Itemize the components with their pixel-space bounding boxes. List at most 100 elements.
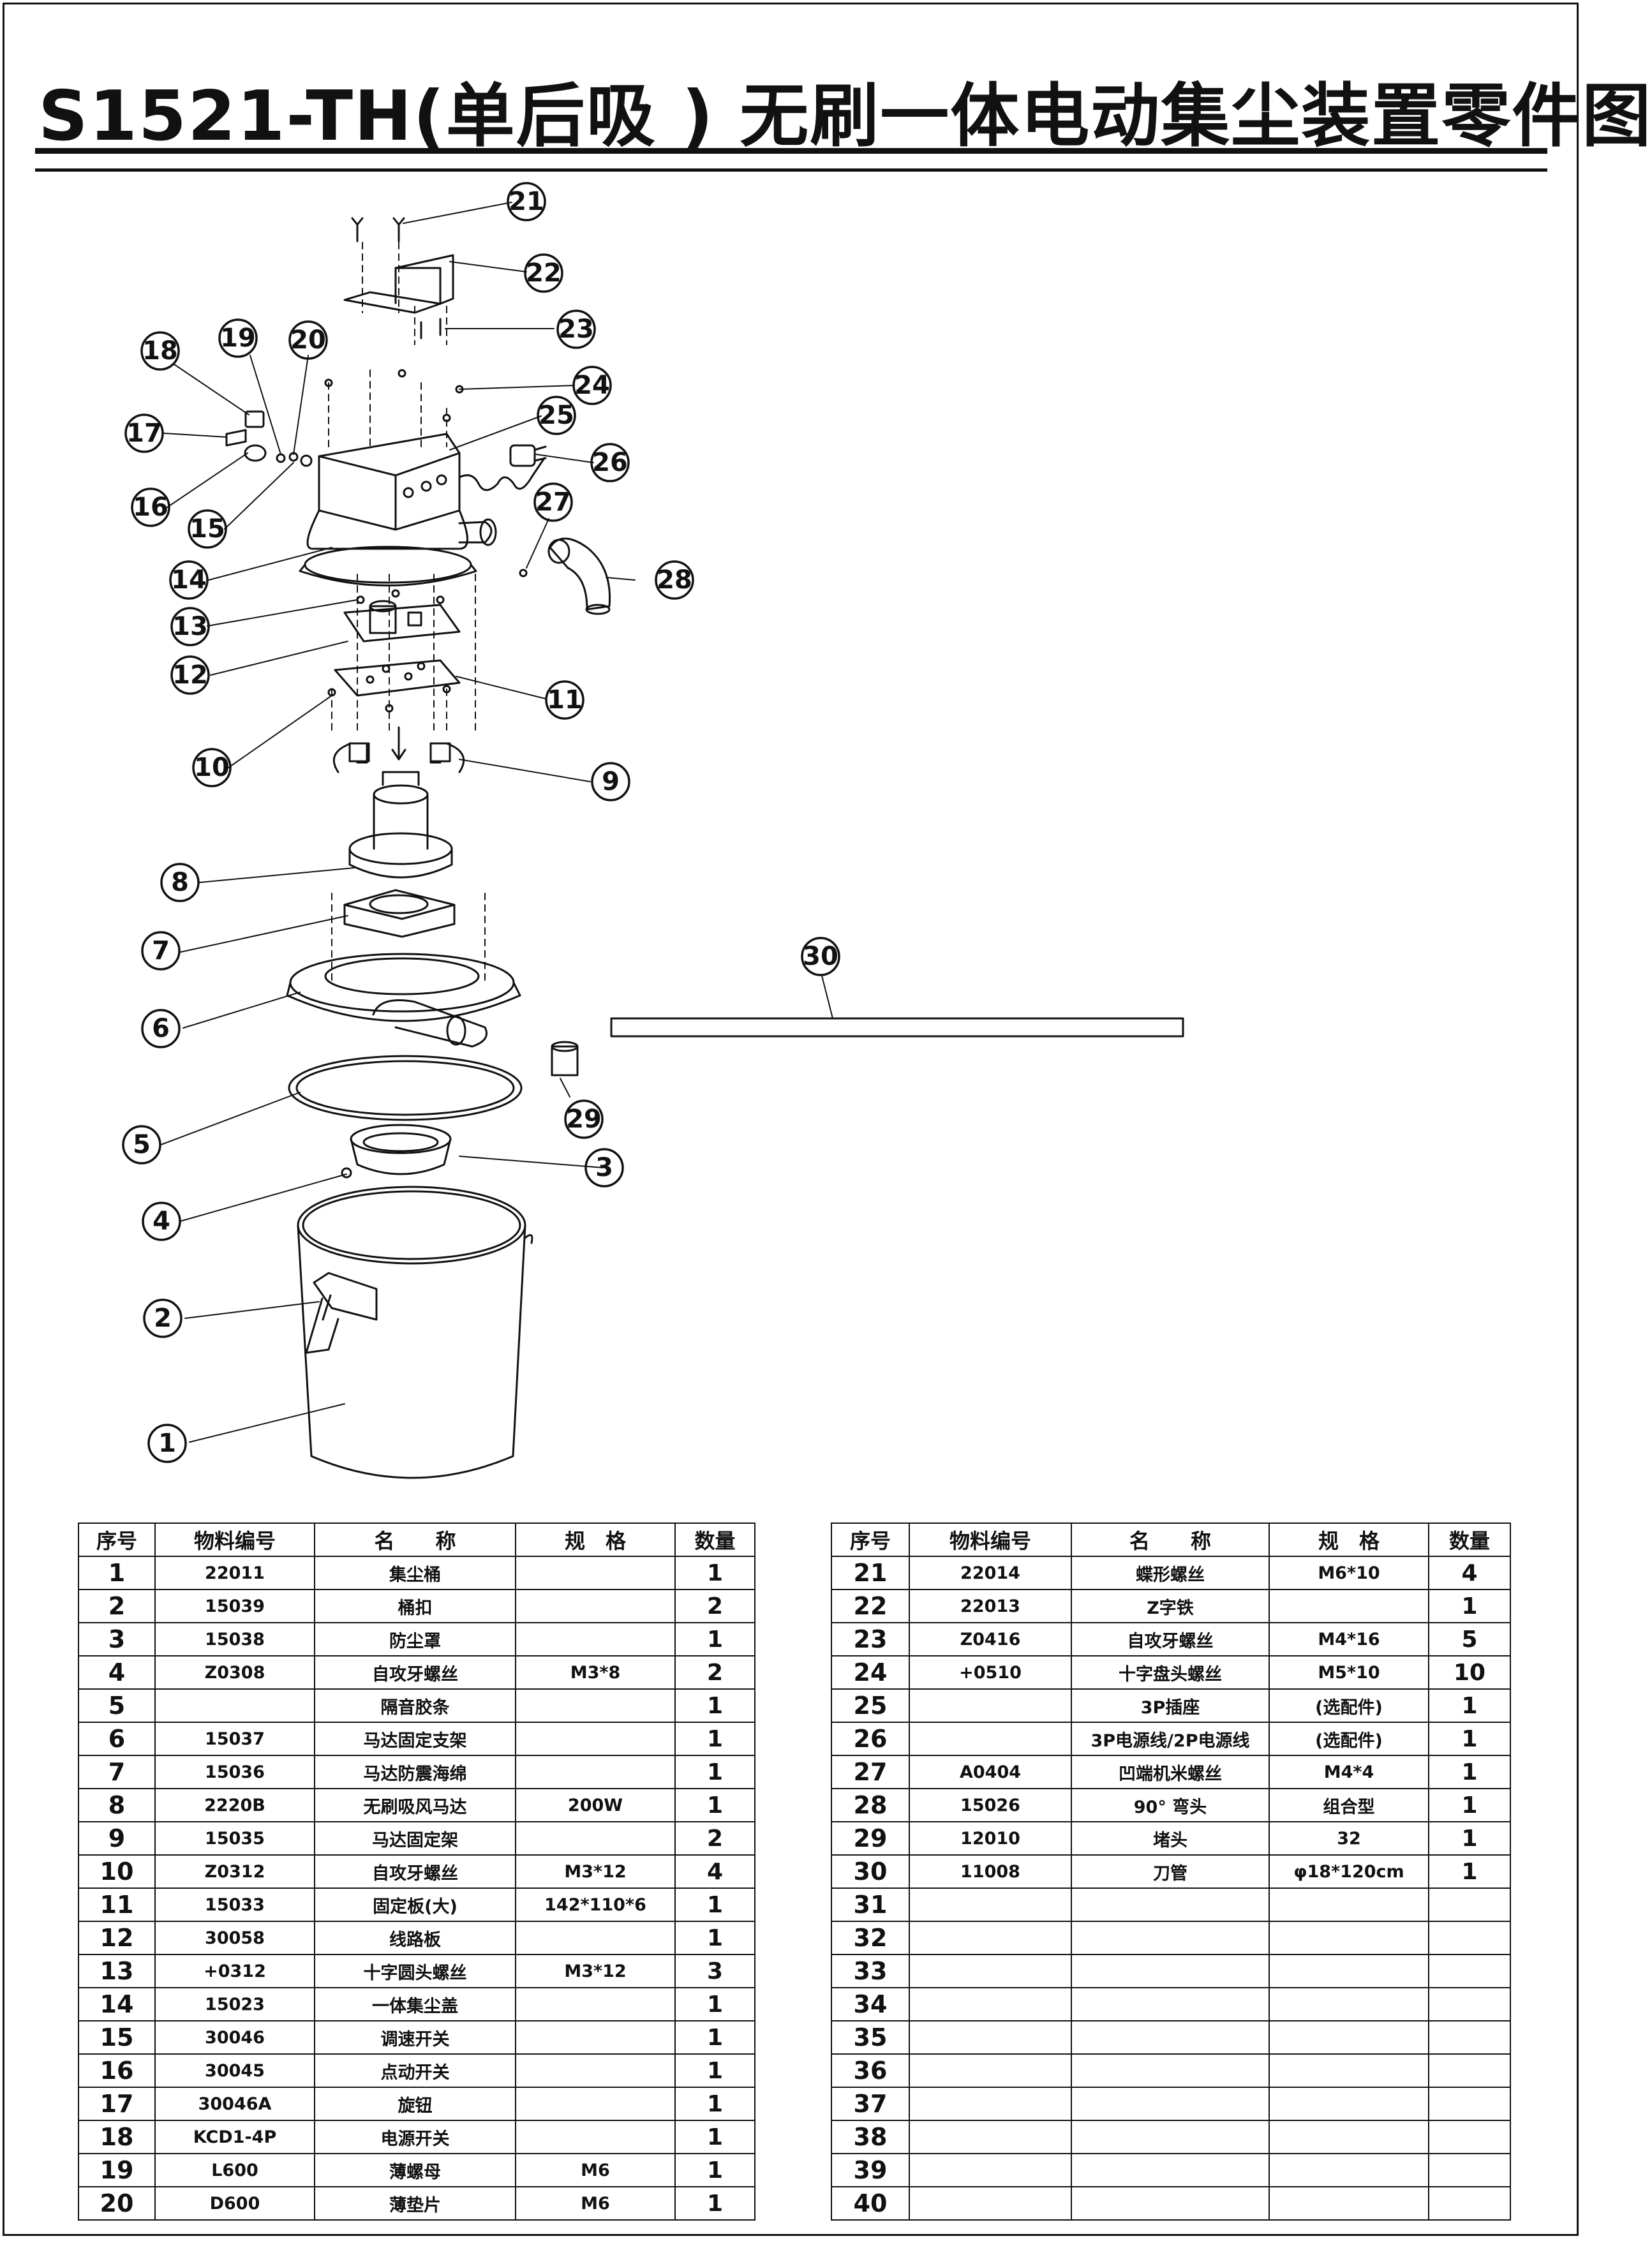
cell-no: 32 [831,1921,910,1955]
cell-name: 一体集尘盖 [314,1987,516,2021]
callout-8: 8 [171,868,189,897]
cell-code [909,2153,1072,2187]
part-11-fixing-plate [334,659,461,697]
cell-spec: 142*110*6 [515,1887,676,1922]
cell-spec [515,1821,676,1856]
cell-qty: 1 [674,1987,755,2021]
table-row: 37 [831,2087,1511,2121]
cell-no: 2 [78,1589,156,1623]
cell-code [909,1987,1072,2021]
cell-spec: M6 [515,2153,676,2187]
cell-qty [1428,1887,1511,1922]
cell-spec: M4*4 [1269,1755,1429,1789]
part-27-grub-screw [519,569,528,577]
header-spec: 规 格 [1269,1523,1429,1557]
cell-code [909,2053,1072,2088]
cell-name [1071,1887,1270,1922]
callout-3: 3 [595,1153,613,1182]
cell-name: 薄螺母 [314,2153,516,2187]
table-row: 32 [831,1921,1511,1955]
cell-spec [515,1755,676,1789]
exploded-view-diagram: 1 2 3 4 5 6 7 8 9 10 11 12 13 14 15 16 1… [122,182,1184,1479]
cell-code [909,1954,1072,1988]
cell-qty: 1 [1428,1821,1511,1856]
cell-qty [1428,2053,1511,2088]
cell-spec [515,2053,676,2088]
cell-spec: (选配件) [1269,1688,1429,1723]
part-14-top-cover [299,433,497,586]
table-row: 36 [831,2053,1511,2088]
cell-code: 30046 [154,2020,315,2055]
callout-20: 20 [290,325,326,355]
cell-name: 自攻牙螺丝 [314,1655,516,1690]
table-row: 33 [831,1954,1511,1988]
cell-qty: 1 [674,2153,755,2187]
header-code: 物料编号 [909,1523,1072,1557]
cell-spec: 32 [1269,1821,1429,1856]
cell-qty [1428,1954,1511,1988]
table-header-row: 序号 物料编号 名 称 规 格 数量 [78,1523,755,1557]
callout-10: 10 [194,753,230,782]
cell-no: 20 [78,2186,156,2221]
cell-spec [1269,1921,1429,1955]
cell-spec [1269,2186,1429,2221]
table-row: 38 [831,2120,1511,2154]
callout-24: 24 [574,371,610,400]
cell-no: 30 [831,1854,910,1889]
cell-name: 3P电源线/2P电源线 [1071,1722,1270,1756]
cell-spec [515,1556,676,1590]
callout-7: 7 [152,936,170,965]
part-1-bucket [297,1186,533,1479]
cell-qty: 1 [1428,1688,1511,1723]
cell-no: 29 [831,1821,910,1856]
cell-name: 桶扣 [314,1589,516,1623]
drawing-frame [3,3,1579,2236]
part-9-motor-brackets [332,726,465,773]
cell-name [1071,2087,1270,2121]
callout-9: 9 [602,767,620,796]
cell-no: 1 [78,1556,156,1590]
title-rule-thin [35,168,1547,172]
cell-code: 15036 [154,1755,315,1789]
cell-name: 隔音胶条 [314,1688,516,1723]
cell-code: D600 [154,2186,315,2221]
cell-qty: 1 [1428,1589,1511,1623]
cell-spec [1269,2087,1429,2121]
header-qty: 数量 [674,1523,755,1557]
callout-29: 29 [566,1105,602,1134]
cell-name: 无刷吸风马达 [314,1788,516,1822]
cell-code [909,1722,1072,1756]
cell-spec: φ18*120cm [1269,1854,1429,1889]
cell-spec: 200W [515,1788,676,1822]
cell-code: 11008 [909,1854,1072,1889]
cell-spec [515,1589,676,1623]
cell-code [909,1887,1072,1922]
cell-name: 刀管 [1071,1854,1270,1889]
callout-26: 26 [592,448,628,477]
cell-qty: 4 [674,1854,755,1889]
cell-spec [515,1622,676,1657]
cell-qty: 1 [674,1921,755,1955]
cell-no: 40 [831,2186,910,2221]
header-qty: 数量 [1428,1523,1511,1557]
cell-qty [1428,1921,1511,1955]
cell-no: 26 [831,1722,910,1756]
cell-spec: M6*10 [1269,1556,1429,1590]
part-2-bucket-clip [305,1272,378,1354]
cell-no: 16 [78,2053,156,2088]
cell-qty: 1 [674,2053,755,2088]
cell-no: 11 [78,1887,156,1922]
cell-no: 31 [831,1887,910,1922]
callout-13: 13 [172,612,208,641]
cell-qty: 1 [674,1688,755,1723]
callout-5: 5 [133,1130,151,1159]
cell-name: 点动开关 [314,2053,516,2088]
part-28-elbow [547,537,611,615]
